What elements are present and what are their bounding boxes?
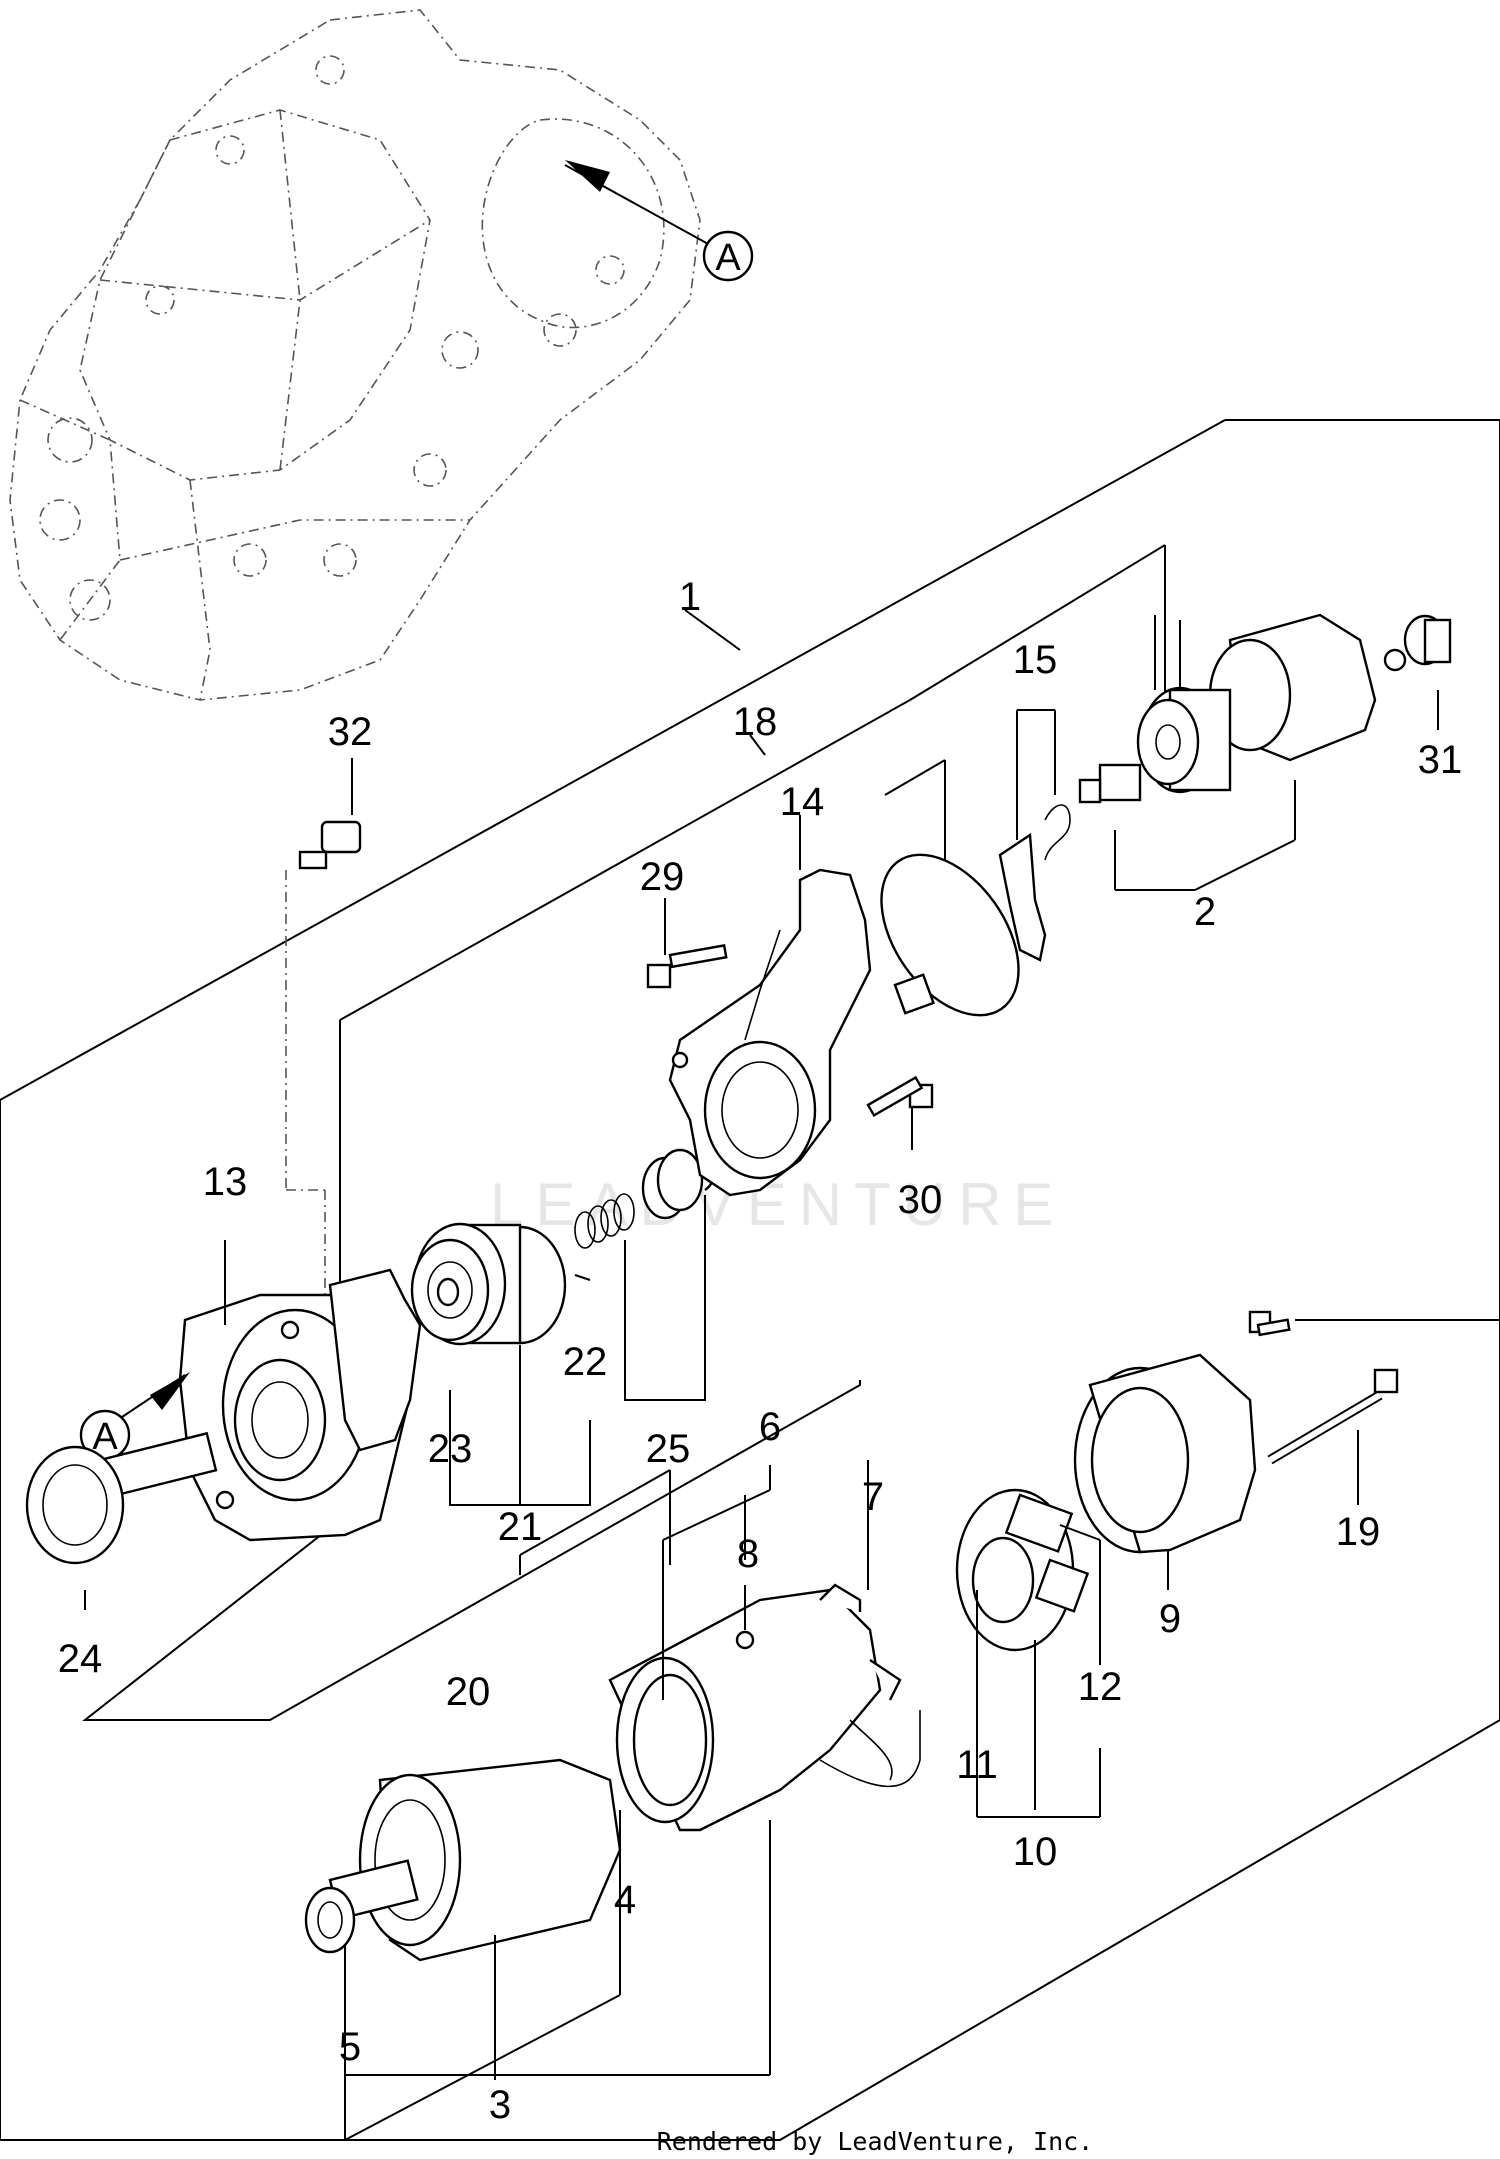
callout-6: 6	[759, 1405, 781, 1449]
bracket-25	[624, 1195, 706, 1401]
callout-19: 19	[1336, 1510, 1381, 1554]
callout-10: 10	[1013, 1830, 1058, 1874]
callout-11: 11	[956, 1743, 998, 1787]
gasket-18	[328, 1268, 422, 1452]
callout-21: 21	[498, 1505, 543, 1549]
callout-29: 29	[640, 855, 685, 899]
through-bolt-19	[1267, 1368, 1399, 1505]
callout-20: 20	[446, 1670, 491, 1714]
spring-25	[574, 1193, 635, 1249]
svg-text:A: A	[92, 1416, 118, 1458]
callout-8: 8	[737, 1532, 759, 1576]
svg-text:A: A	[715, 237, 741, 279]
callout-4: 4	[614, 1878, 636, 1922]
callouts: 1 2 3 4 5 6 7 8 9 10 11 12 13 14 15 18 1…	[58, 575, 1463, 2127]
watermark: LEADVENTURE	[490, 1171, 1065, 1238]
callout-14: 14	[780, 780, 825, 824]
callout-7: 7	[862, 1475, 884, 1519]
callout-1: 1	[679, 575, 701, 619]
callout-24: 24	[58, 1637, 103, 1681]
reference-a-left: A	[79, 1372, 190, 1461]
callout-2: 2	[1194, 890, 1216, 934]
terminal-cap-31	[1403, 614, 1452, 730]
flywheel-housing-outline	[9, 9, 701, 701]
callout-18: 18	[733, 700, 778, 744]
callout-30: 30	[898, 1178, 943, 1222]
bolt-32	[285, 758, 362, 1300]
callout-22: 22	[563, 1340, 608, 1384]
callout-13: 13	[203, 1160, 248, 1204]
bolt-30	[866, 1075, 934, 1150]
callout-12: 12	[1078, 1665, 1123, 1709]
callout-25: 25	[646, 1427, 691, 1471]
drive-housing-14	[668, 868, 872, 1197]
yoke-assembly-6	[345, 1460, 921, 2076]
armature-3	[304, 1758, 622, 2141]
callout-23: 23	[428, 1427, 473, 1471]
footer-credit: Rendered by LeadVenture, Inc.	[657, 2127, 1094, 2156]
overrunning-clutch-21	[410, 1222, 567, 1346]
small-screw	[1248, 1310, 1500, 1337]
pinion-gear-24	[25, 1431, 218, 1610]
reference-a-top: A	[564, 160, 754, 282]
solenoid-switch-2	[1078, 613, 1407, 891]
callout-5: 5	[339, 2025, 361, 2069]
callout-15: 15	[1013, 638, 1058, 682]
bolt-29	[646, 898, 728, 989]
brush-holder-10	[955, 1488, 1101, 1818]
callout-3: 3	[489, 2083, 511, 2127]
assembly-bracket-1	[0, 419, 1500, 2141]
gasket-plate	[880, 759, 1020, 1017]
callout-9: 9	[1159, 1597, 1181, 1641]
rear-cover-9	[1073, 1353, 1257, 1590]
callout-31: 31	[1418, 738, 1463, 782]
shift-lever-15	[998, 709, 1071, 962]
callout-32: 32	[328, 710, 373, 754]
collar	[641, 1148, 704, 1220]
